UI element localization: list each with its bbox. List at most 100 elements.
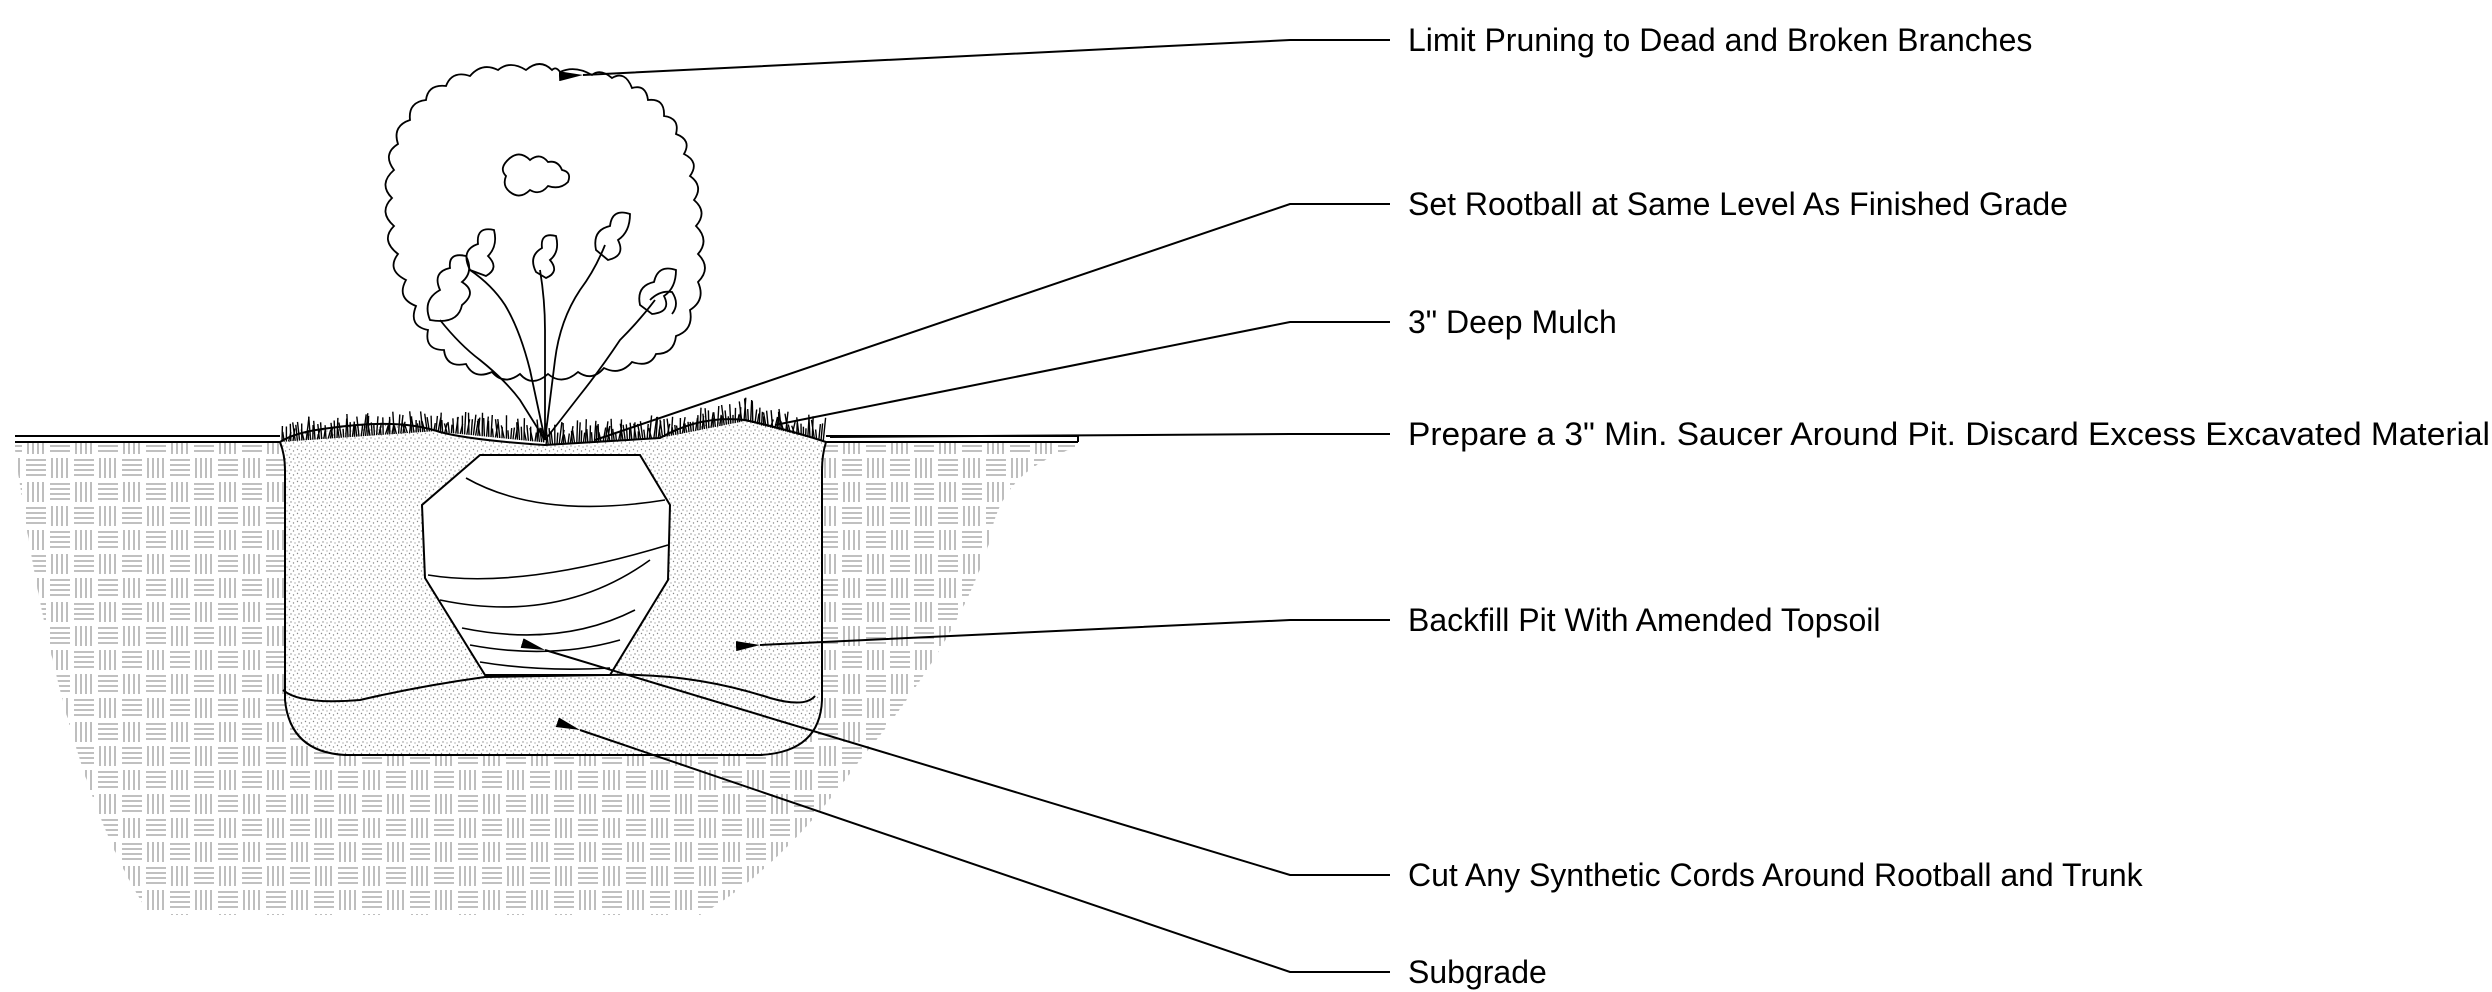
mulch-blade — [370, 422, 373, 436]
mulch-blade — [780, 420, 785, 432]
mulch-blade — [606, 425, 611, 442]
mulch-blade — [313, 420, 316, 440]
mulch-blade — [604, 421, 609, 442]
leader-pruning — [558, 39, 1390, 82]
mulch-blade — [516, 422, 519, 440]
leader-mulch — [774, 321, 1390, 426]
mulch-blade — [491, 428, 494, 438]
mulch-blade — [743, 398, 747, 422]
mulch-blade — [424, 413, 428, 432]
mulch-blade — [366, 418, 371, 436]
mulch-blade — [820, 423, 824, 441]
mulch-blade — [563, 434, 567, 444]
mulch-blade — [319, 422, 323, 440]
mulch-blade — [810, 419, 816, 440]
mulch-blade — [512, 427, 516, 440]
shrub-canopy — [384, 63, 706, 441]
label-pruning: Limit Pruning to Dead and Broken Branche… — [1408, 22, 2032, 58]
mulch-blade — [338, 422, 343, 438]
mulch-blade — [392, 411, 395, 435]
mulch-blade — [663, 418, 666, 438]
mulch-blade — [483, 417, 486, 437]
mulch-blade — [670, 416, 674, 436]
mulch-blade — [452, 418, 455, 434]
mulch-blade — [364, 413, 369, 437]
mulch-blade — [658, 429, 662, 438]
mulch-blade — [647, 427, 653, 439]
mulch-blade — [556, 432, 559, 445]
mulch-blade — [724, 410, 728, 425]
mulch-blade — [791, 425, 796, 435]
mulch-blade — [346, 413, 349, 438]
mulch-blade — [433, 422, 436, 432]
mulch-blade — [397, 414, 401, 434]
mulch-blade — [655, 416, 659, 439]
mulch-blade — [822, 417, 827, 442]
mulch-blade — [558, 421, 563, 445]
mulch-blade — [295, 424, 299, 441]
mulch-blade — [485, 416, 489, 437]
mulch-blade — [584, 419, 587, 443]
rootball — [420, 454, 672, 676]
mulch-blade — [719, 414, 722, 427]
mulch-blade — [684, 423, 688, 433]
mulch-blade — [629, 422, 633, 440]
mulch-blade — [430, 415, 433, 432]
mulch-blade — [758, 407, 761, 425]
leader-rootball-level — [594, 203, 1390, 441]
mulch-blade — [593, 420, 597, 443]
mulch-blade — [336, 427, 340, 439]
mulch-blade — [692, 421, 695, 432]
mulch-blade — [704, 408, 708, 429]
mulch-blade — [534, 432, 538, 442]
mulch-blade — [443, 423, 448, 433]
label-saucer: Prepare a 3" Min. Saucer Around Pit. Dis… — [1408, 416, 2490, 452]
mulch-blade — [324, 425, 327, 439]
mulch-blade — [421, 421, 426, 433]
mulch-blade — [435, 415, 439, 432]
mulch-blade — [476, 420, 481, 437]
mulch-blade — [643, 429, 646, 440]
mulch-blade — [507, 430, 510, 439]
mulch-blade — [571, 429, 576, 444]
mulch-blade — [418, 420, 422, 433]
mulch-blade — [653, 416, 658, 439]
mulch-blade — [702, 413, 706, 430]
mulch-blade — [317, 424, 321, 440]
mulch-blade — [751, 401, 754, 424]
mulch-blade — [300, 429, 305, 441]
label-rootball-level: Set Rootball at Same Level As Finished G… — [1408, 186, 2068, 222]
leader-lines — [520, 39, 1390, 973]
mulch-blade — [354, 424, 358, 437]
mulch-blade — [490, 414, 493, 438]
mulch-blade — [756, 413, 760, 425]
mulch-blade — [400, 414, 404, 434]
mulch-blade — [622, 424, 626, 441]
mulch-blade — [787, 424, 791, 433]
mulch-blade — [409, 411, 413, 433]
mulch-blade — [373, 423, 376, 436]
mulch-blade — [345, 418, 348, 438]
mulch-blade — [401, 422, 406, 434]
mulch-blade — [777, 411, 780, 430]
mulch-blade — [578, 422, 581, 444]
mulch-blade — [410, 416, 415, 433]
mulch-blade — [602, 427, 607, 442]
mulch-blade — [548, 428, 552, 445]
mulch-blade — [470, 419, 474, 436]
mulch-blade — [770, 410, 774, 429]
mulch-blade — [327, 429, 332, 439]
mulch-blade — [765, 410, 769, 428]
mulch-blade — [659, 419, 664, 438]
mulch-blade — [447, 421, 450, 433]
mulch-blade — [539, 427, 543, 443]
mulch-blade — [671, 426, 675, 436]
mulch-blade — [296, 421, 301, 441]
mulch-blade — [330, 422, 334, 439]
mulch-blade — [289, 423, 292, 442]
leader-backfill — [735, 619, 1390, 652]
mulch-blade — [463, 411, 467, 435]
mulch-blade — [362, 414, 367, 437]
mulch-blade — [393, 425, 398, 435]
subgrade-layer — [282, 673, 816, 704]
